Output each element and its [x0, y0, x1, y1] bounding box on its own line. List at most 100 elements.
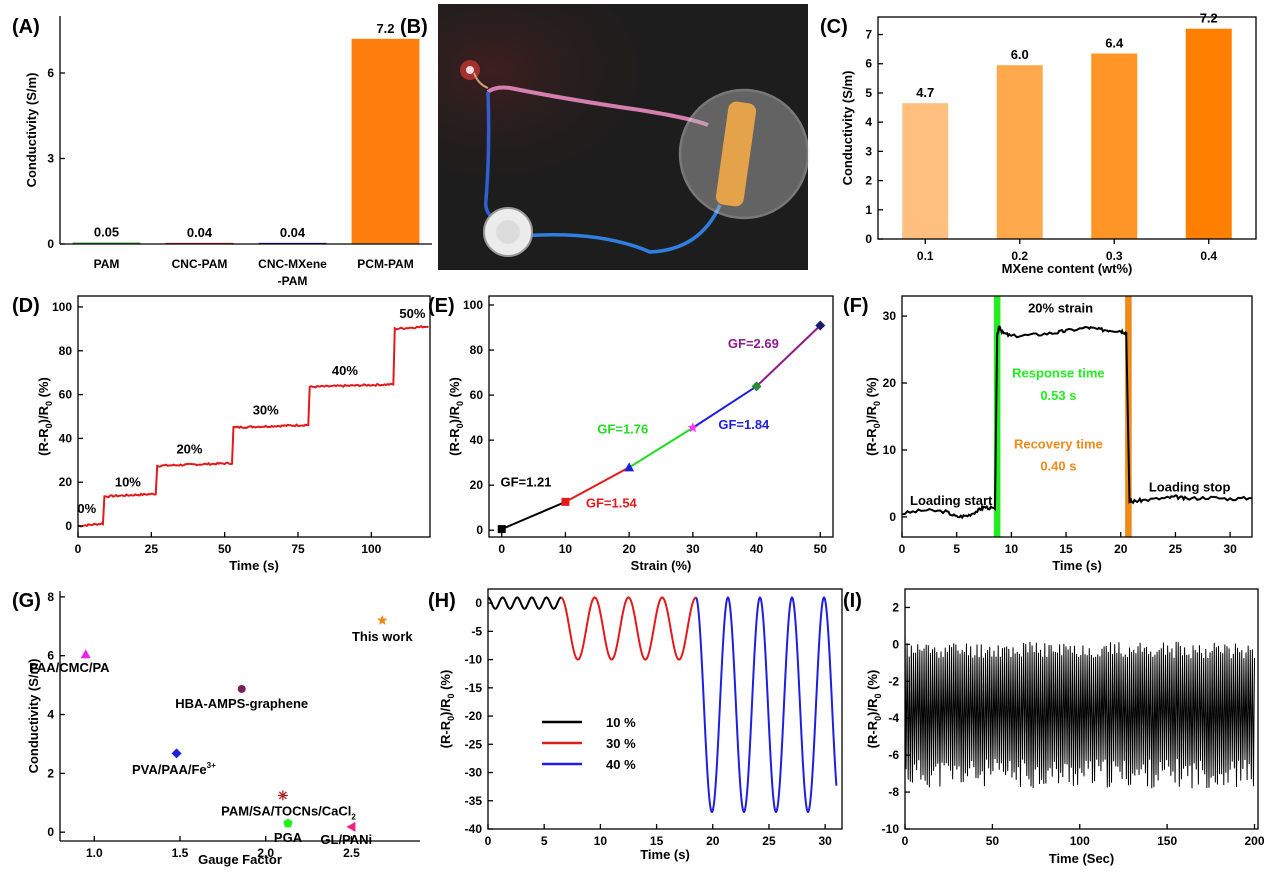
chart-i-y-axis-title: (R-R0)/R0 (%) — [865, 670, 883, 749]
strain-label: 50% — [399, 306, 425, 321]
legend-label: 30 % — [606, 736, 636, 751]
bar-category-label: PCM-PAM — [357, 257, 413, 271]
chart-i-x-tick-label: 100 — [1070, 834, 1090, 848]
chart-i-x-tick-label: 50 — [986, 834, 1000, 848]
chart-i-y-tick-label: -4 — [888, 711, 899, 725]
chart-e-x-axis-title: Strain (%) — [631, 558, 692, 573]
bar-category-label: -PAM — [278, 274, 308, 288]
chart-f-y-tick-label: 30 — [883, 309, 897, 323]
legend-label: 10 % — [606, 715, 636, 730]
chart-e-plot-frame — [488, 295, 834, 538]
hydrogel-strip — [715, 101, 757, 207]
chart-i-y-tick-label: -8 — [888, 785, 899, 799]
bar — [902, 103, 949, 239]
chart-e-y-tick-label: 40 — [470, 433, 484, 447]
gauge-factor-label: GF=1.84 — [718, 417, 770, 432]
bar-value-label: 0.05 — [94, 225, 119, 240]
bar — [72, 242, 141, 245]
chart-h-plot-frame — [487, 588, 843, 830]
chart-i-y-tick-label: -2 — [888, 674, 899, 688]
chart-e-x-tick-label: 30 — [686, 542, 700, 556]
strain-label: 30% — [253, 402, 279, 417]
data-point — [497, 525, 506, 534]
chart-f-x-tick-label: 20 — [1114, 542, 1128, 556]
data-point — [751, 381, 762, 392]
data-point — [815, 320, 826, 331]
bar — [996, 65, 1043, 240]
panel-label: (B) — [400, 16, 428, 38]
chart-d-y-tick-label: 40 — [59, 431, 73, 445]
scatter-point-label: GL/PANi — [320, 832, 372, 847]
chart-g-x-tick-label: 2.0 — [257, 846, 274, 860]
series-line — [695, 595, 838, 813]
segment-line — [501, 500, 566, 531]
chart-d-y-tick-label: 80 — [59, 344, 73, 358]
chart-d-x-tick-label: 0 — [75, 542, 82, 556]
scatter-point — [283, 818, 293, 828]
chart-g-y-tick-label: 6 — [47, 649, 54, 663]
bar-value-label: 6.4 — [1105, 36, 1124, 51]
chart-f-y-tick-label: 20 — [883, 376, 897, 390]
response-annotation: Loading start — [910, 493, 993, 508]
gauge-factor-label: GF=1.21 — [500, 474, 551, 489]
chart-d-y-tick-label: 20 — [59, 475, 73, 489]
scatter-point — [346, 821, 356, 832]
chart-e-y-tick-label: 20 — [470, 478, 484, 492]
bar-category-label: 0.1 — [917, 249, 934, 263]
chart-h-y-tick-label: -15 — [465, 681, 483, 695]
chart-g-y-tick-label: 4 — [47, 708, 54, 722]
bar-value-label: 4.7 — [916, 85, 934, 100]
chart-d-x-tick-label: 50 — [218, 542, 232, 556]
series-line — [487, 596, 562, 610]
chart-d-y-tick-label: 0 — [65, 519, 72, 533]
chart-d-y-tick-label: 60 — [59, 388, 73, 402]
chart-f-y-axis-title: (R-R0)/R0 (%) — [864, 377, 882, 456]
panel-label: (G) — [12, 590, 41, 612]
chart-c-plot-frame — [877, 16, 1257, 240]
scatter-point — [80, 649, 91, 659]
chart-c-y-tick-label: 2 — [865, 174, 872, 188]
pink-wire — [486, 85, 709, 127]
segment-line — [692, 385, 758, 429]
chart-c-y-tick-label: 4 — [865, 115, 872, 129]
chart-d-y-axis-title: (R-R0)/R0 (%) — [36, 377, 54, 456]
segment-line — [564, 466, 630, 503]
chart-e-x-tick-label: 50 — [814, 542, 828, 556]
data-point — [624, 462, 635, 472]
chart-i-y-tick-label: -10 — [882, 822, 900, 836]
chart-i-x-tick-label: 150 — [1157, 834, 1177, 848]
strain-label: 20% — [176, 442, 202, 457]
bar-value-label: 7.2 — [376, 21, 394, 36]
panel-label: (D) — [12, 295, 40, 317]
chart-h-y-tick-label: -10 — [465, 653, 483, 667]
chart-f-y-tick-label: 0 — [889, 510, 896, 524]
chart-c-y-tick-label: 5 — [865, 86, 872, 100]
cycling-signal — [904, 627, 1256, 789]
chart-f-x-tick-label: 0 — [899, 542, 906, 556]
chart-f-x-tick-label: 5 — [953, 542, 960, 556]
chart-d-x-axis-title: Time (s) — [229, 558, 279, 573]
series-line — [560, 596, 697, 661]
scatter-point — [237, 684, 246, 693]
chart-i-y-tick-label: -6 — [888, 748, 899, 762]
scatter-point-label: PGA — [274, 830, 303, 845]
bar-category-label: 0.3 — [1106, 249, 1123, 263]
chart-g-y-axis-title: Conductivity (S/m) — [26, 659, 41, 774]
response-annotation: 0.40 s — [1040, 459, 1076, 474]
chart-e-x-tick-label: 0 — [498, 542, 505, 556]
chart-e-x-tick-label: 40 — [750, 542, 764, 556]
scatter-point-label: HBA-AMPS-graphene — [175, 696, 308, 711]
chart-f-y-tick-label: 10 — [883, 443, 897, 457]
data-point — [687, 422, 699, 433]
scatter-point — [277, 790, 288, 801]
chart-d-plot-frame — [77, 295, 431, 538]
chart-h-y-tick-label: -40 — [465, 822, 483, 836]
chart-h-y-tick-label: -25 — [465, 737, 483, 751]
battery-center — [496, 220, 520, 244]
chart-f-x-tick-label: 30 — [1223, 542, 1237, 556]
circuit-photo — [438, 4, 810, 270]
chart-h-x-tick-label: 10 — [594, 834, 608, 848]
